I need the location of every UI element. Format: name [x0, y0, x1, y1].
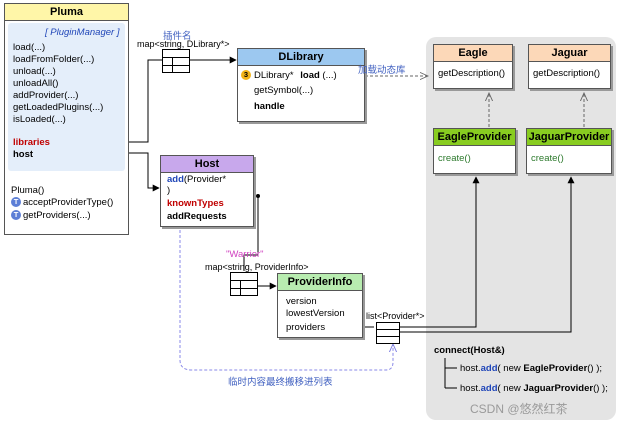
host-title: Host — [161, 156, 253, 173]
pluma-method: load(...) — [13, 42, 46, 53]
map-table-icon — [230, 272, 258, 296]
load-dynamic-label: 加载动态库 — [358, 65, 406, 76]
eagle-class: Eagle getDescription() — [433, 44, 513, 89]
libraries-link — [125, 59, 162, 143]
template-badge-icon: T — [11, 210, 21, 220]
plugin-name-label: 插件名 — [163, 31, 192, 42]
host-add-args: (Provider* — [183, 174, 227, 185]
dlibrary-load-name: load — [300, 70, 320, 81]
connect-new: ( new — [497, 383, 524, 394]
connect-host: host. — [460, 383, 481, 394]
host-add-close: ) — [167, 185, 171, 196]
connect-title: connect(Host&) — [434, 345, 505, 356]
pluma-class: Pluma [ PluginManager ] load(...) loadFr… — [4, 3, 129, 235]
host-link — [125, 152, 160, 192]
pluma-method: addProvider(...) — [13, 90, 79, 101]
warrior-label: "Warrior" — [226, 249, 264, 260]
pluma-method: unloadAll() — [13, 78, 59, 89]
jaguarprovider-class: JaguarProvider create() — [526, 128, 612, 174]
connect-host: host. — [460, 363, 481, 374]
knowntypes-link — [243, 196, 259, 271]
host-addrequests: addRequests — [167, 211, 227, 222]
jaguarprovider-title: JaguarProvider — [527, 129, 611, 146]
eagle-title: Eagle — [434, 45, 512, 62]
connect-eagleprovider: EagleProvider — [523, 363, 588, 374]
jaguar-getdescription: getDescription() — [533, 68, 601, 79]
connect-end: () ); — [593, 383, 608, 394]
pluma-libraries: libraries — [13, 137, 50, 148]
temp-note-label: 临时内容最终搬移进列表 — [228, 377, 333, 388]
connect-line-jaguar: host.add( new JaguarProvider() ); — [460, 383, 608, 394]
pluma-inner-panel — [8, 23, 125, 171]
dlibrary-getsymbol: getSymbol(...) — [254, 85, 314, 96]
host-knowntypes: knownTypes — [167, 198, 224, 209]
providerinfo-class: ProviderInfo version lowestVersion provi… — [277, 273, 363, 338]
providerinfo-version: version — [286, 296, 317, 307]
addrequests-dashed-link — [179, 220, 393, 371]
dlibrary-class: DLibrary 3 DLibrary* load (...) getSymbo… — [237, 48, 365, 122]
pluma-method: isLoaded(...) — [13, 114, 66, 125]
providerinfo-lowestversion: lowestVersion — [286, 308, 345, 319]
watermark: CSDN @悠然红茶 — [470, 402, 568, 416]
map-dlibrary-label: map<string, DLibrary*> — [137, 39, 230, 49]
pluma-method: getLoadedPlugins(...) — [13, 102, 104, 113]
providerinfo-providers: providers — [286, 322, 326, 333]
host-add-name: add — [167, 174, 184, 185]
list-to-jaguarprovider — [400, 176, 575, 333]
pluma-ctor: Pluma() — [11, 185, 45, 196]
pluma-title: Pluma — [5, 4, 128, 21]
connect-tree — [444, 358, 457, 389]
eagleprovider-class: EagleProvider create() — [433, 128, 516, 174]
template-badge-icon: T — [11, 197, 21, 207]
host-add-row: add(Provider* — [167, 174, 226, 185]
static-badge-icon: 3 — [241, 70, 251, 80]
connect-jaguarprovider: JaguarProvider — [523, 383, 594, 394]
pluma-method: unload(...) — [13, 66, 56, 77]
dlibrary-handle: handle — [254, 101, 285, 112]
eagle-getdescription: getDescription() — [438, 68, 506, 79]
dlibrary-load-return: DLibrary* — [254, 70, 294, 81]
jaguar-class: Jaguar getDescription() — [528, 44, 611, 89]
providerinfo-title: ProviderInfo — [278, 274, 362, 291]
eagleprovider-title: EagleProvider — [434, 129, 515, 146]
pluma-host: host — [13, 149, 34, 160]
pluma-base-class: [ PluginManager ] — [45, 27, 120, 38]
dlibrary-load-row: DLibrary* load (...) — [254, 70, 337, 81]
pluma-template-method: getProviders(...) — [23, 210, 91, 221]
dlibrary-title: DLibrary — [238, 49, 364, 66]
connect-line-eagle: host.add( new EagleProvider() ); — [460, 363, 602, 374]
connect-end: () ); — [587, 363, 603, 374]
jaguar-title: Jaguar — [529, 45, 610, 62]
eagleprovider-create: create() — [438, 153, 471, 164]
connect-add: add — [480, 363, 498, 374]
jaguarprovider-create: create() — [531, 153, 564, 164]
host-class: Host add(Provider* ) knownTypes addReque… — [160, 155, 254, 227]
list-provider-label: list<Provider*> — [366, 311, 425, 321]
list-table-icon — [376, 322, 400, 344]
pluma-template-method: acceptProviderType() — [23, 197, 114, 208]
list-to-eagleprovider — [400, 176, 480, 328]
map-table-icon — [162, 49, 190, 73]
connect-new: ( new — [497, 363, 524, 374]
connect-add: add — [480, 383, 498, 394]
dlibrary-load-args: (...) — [322, 70, 337, 81]
map-providerinfo-label: map<string, ProviderInfo> — [205, 262, 309, 272]
pluma-method: loadFromFolder(...) — [13, 54, 95, 65]
